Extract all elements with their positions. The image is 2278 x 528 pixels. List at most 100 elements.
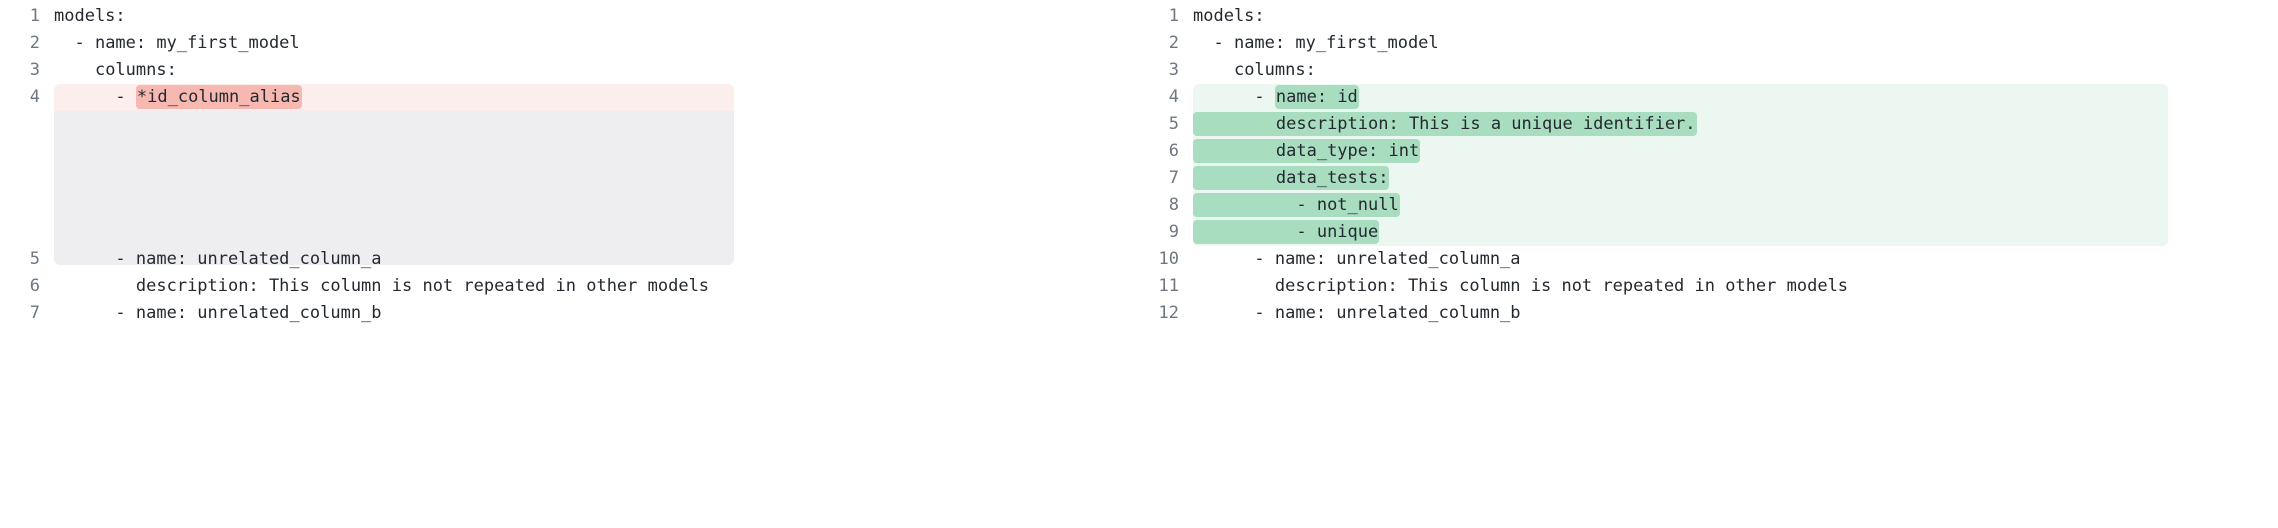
diff-pane-after[interactable]: 1 models: 2 - name: my_first_model 3 col… [1139,0,2278,528]
code-line-added[interactable]: 8 - not_null [1139,192,2278,219]
line-number: 7 [29,303,40,323]
line-number: 5 [1168,114,1179,134]
added-token: data_tests: [1193,166,1390,190]
right-code-lines: 1 models: 2 - name: my_first_model 3 col… [1139,0,2278,327]
code-line-added[interactable]: 9 - unique [1139,219,2278,246]
code-line-added[interactable]: 7 data_tests: [1139,165,2278,192]
line-content: - *id_column_alias [40,84,1139,111]
line-text: data_tests: [1275,168,1389,188]
filler-row [0,219,1139,246]
line-text: - name: my_first_model [1213,33,1439,53]
line-marker: - [115,87,136,107]
line-number: 2 [29,33,40,53]
left-code-lines: 1 models: 2 - name: my_first_model 3 col… [0,0,1139,327]
code-line[interactable]: 6 description: This column is not repeat… [0,273,1139,300]
line-text: columns: [94,60,177,80]
line-text: - name: unrelated_column_a [1254,249,1521,269]
added-token: name: id [1274,85,1359,109]
code-line-added[interactable]: 4 - name: id [1139,84,2278,111]
line-content: - name: my_first_model [40,30,1139,57]
line-indent [54,60,95,80]
line-indent [1193,60,1234,80]
line-text: description: This column is not repeated… [1274,276,1849,296]
added-token: - not_null [1193,193,1400,217]
line-indent [1193,87,1254,107]
line-text: - name: unrelated_column_b [1254,303,1521,323]
line-number: 1 [29,6,40,26]
line-number: 4 [29,87,40,107]
filler-row [0,111,1139,138]
line-content: columns: [1179,57,2278,84]
line-content: - name: unrelated_column_a [1179,246,2278,273]
code-line-added[interactable]: 6 data_type: int [1139,138,2278,165]
line-number: 2 [1168,33,1179,53]
line-content: models: [1179,3,2278,30]
line-indent [1193,33,1213,53]
line-number: 8 [1168,195,1179,215]
line-content: models: [40,3,1139,30]
line-content: - not_null [1179,192,2278,219]
code-line[interactable]: 1 models: [1139,3,2278,30]
line-text: data_type: int [1275,141,1420,161]
line-content: description: This column is not repeated… [1179,273,2278,300]
line-content: data_type: int [1179,138,2278,165]
line-indent [1193,276,1275,296]
line-marker: - [1254,87,1275,107]
line-indent [1194,168,1276,188]
filler-row [0,138,1139,165]
line-content: - name: unrelated_column_b [1179,300,2278,327]
line-indent [54,87,115,107]
line-number: 6 [1168,141,1179,161]
line-content: - name: my_first_model [1179,30,2278,57]
line-indent [54,276,136,296]
added-token: data_type: int [1193,139,1421,163]
line-content: data_tests: [1179,165,2278,192]
line-content: - name: unrelated_column_b [40,300,1139,327]
code-line[interactable]: 1 models: [0,3,1139,30]
line-indent [1194,141,1276,161]
line-number: 3 [29,60,40,80]
line-number: 6 [29,276,40,296]
code-line[interactable]: 2 - name: my_first_model [1139,30,2278,57]
filler-row [0,165,1139,192]
line-indent [1194,195,1296,215]
filler-row [0,192,1139,219]
line-text: - not_null [1296,195,1399,215]
code-line[interactable]: 3 columns: [1139,57,2278,84]
line-indent [54,33,74,53]
line-text: columns: [1233,60,1316,80]
line-number: 7 [1168,168,1179,188]
added-token: description: This is a unique identifier… [1193,112,1697,136]
code-line-added[interactable]: 5 description: This is a unique identifi… [1139,111,2278,138]
line-content: - unique [1179,219,2278,246]
added-token: - unique [1193,220,1380,244]
code-line-deleted[interactable]: 4 - *id_column_alias [0,84,1139,111]
line-content: description: This is a unique identifier… [1179,111,2278,138]
line-indent [1193,249,1254,269]
line-content: columns: [40,57,1139,84]
code-line[interactable]: 5 - name: unrelated_column_a [0,246,1139,273]
line-number: 4 [1168,87,1179,107]
line-indent [54,303,115,323]
deleted-token: *id_column_alias [135,85,302,109]
line-text: - name: unrelated_column_a [115,249,382,269]
line-number: 12 [1158,303,1179,323]
line-content: - name: unrelated_column_a [40,246,1139,273]
line-text: description: This column is not repeated… [135,276,710,296]
line-number: 11 [1158,276,1179,296]
line-indent [1194,222,1296,242]
code-line[interactable]: 2 - name: my_first_model [0,30,1139,57]
code-line[interactable]: 10 - name: unrelated_column_a [1139,246,2278,273]
line-number: 10 [1158,249,1179,269]
line-number: 3 [1168,60,1179,80]
line-number: 5 [29,249,40,269]
code-line[interactable]: 11 description: This column is not repea… [1139,273,2278,300]
code-line[interactable]: 7 - name: unrelated_column_b [0,300,1139,327]
line-indent [54,249,115,269]
line-number: 1 [1168,6,1179,26]
code-line[interactable]: 3 columns: [0,57,1139,84]
line-content: description: This column is not repeated… [40,273,1139,300]
diff-pane-before[interactable]: 1 models: 2 - name: my_first_model 3 col… [0,0,1139,528]
code-line[interactable]: 12 - name: unrelated_column_b [1139,300,2278,327]
